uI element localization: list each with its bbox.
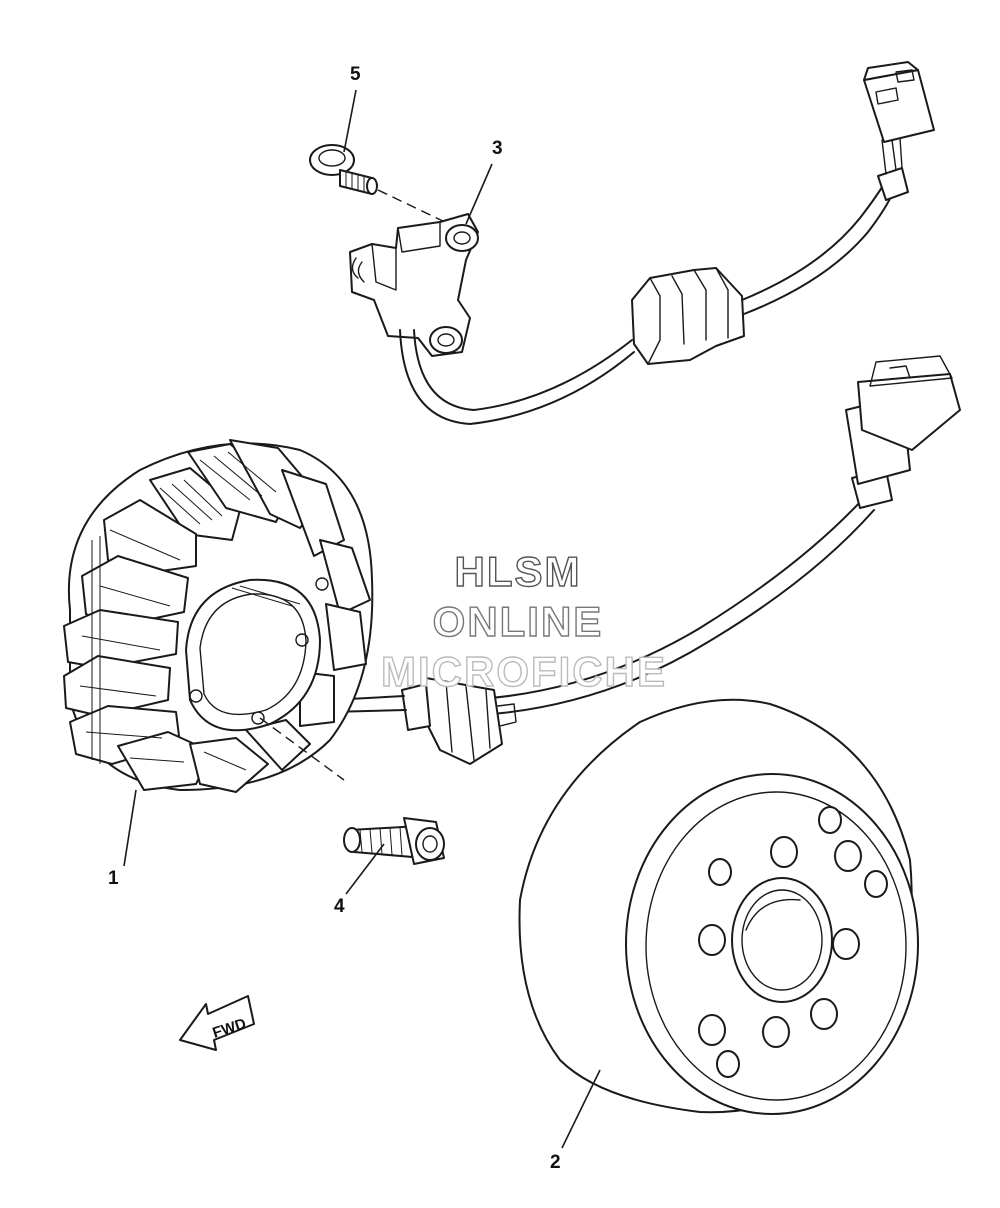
stator-wire-2 [419, 509, 875, 718]
bolt-part-4[interactable] [343, 817, 445, 865]
callout-3: 3 [492, 138, 503, 159]
leader-line-5 [343, 89, 357, 153]
leader-line-2 [561, 1069, 601, 1149]
wire-grommet [631, 267, 745, 365]
watermark: HLSM ONLINE MICROFICHE [380, 547, 667, 695]
callout-2: 2 [550, 1152, 561, 1173]
watermark-line-2: ONLINE [433, 598, 604, 645]
pickup-coil-wire [399, 329, 635, 425]
pickup-coil-part-3[interactable] [349, 213, 479, 357]
leader-line-3 [465, 163, 493, 225]
stator-wire [419, 499, 863, 702]
rotor-part-2[interactable] [518, 698, 919, 1115]
leader-line-1 [123, 789, 137, 867]
callout-5: 5 [350, 64, 361, 85]
stator-side-connector[interactable] [401, 677, 517, 765]
watermark-line-3: MICROFICHE [381, 648, 667, 695]
callout-4: 4 [334, 896, 345, 917]
fwd-direction-marker: FWD [179, 995, 255, 1051]
pickup-coil-wire-2 [413, 329, 633, 411]
callout-1: 1 [108, 868, 119, 889]
signal-wire-2 [743, 185, 897, 315]
assembly-line-bolt-4 [259, 717, 345, 781]
assembly-line-bolt-5 [377, 189, 446, 223]
signal-connector[interactable] [863, 61, 935, 201]
watermark-line-1: HLSM [455, 548, 582, 595]
bolt-part-5[interactable] [309, 144, 378, 195]
stator-part-1[interactable] [63, 439, 374, 793]
signal-wire [741, 179, 887, 301]
stator-main-connector[interactable] [845, 355, 961, 509]
leader-line-4 [345, 843, 385, 895]
